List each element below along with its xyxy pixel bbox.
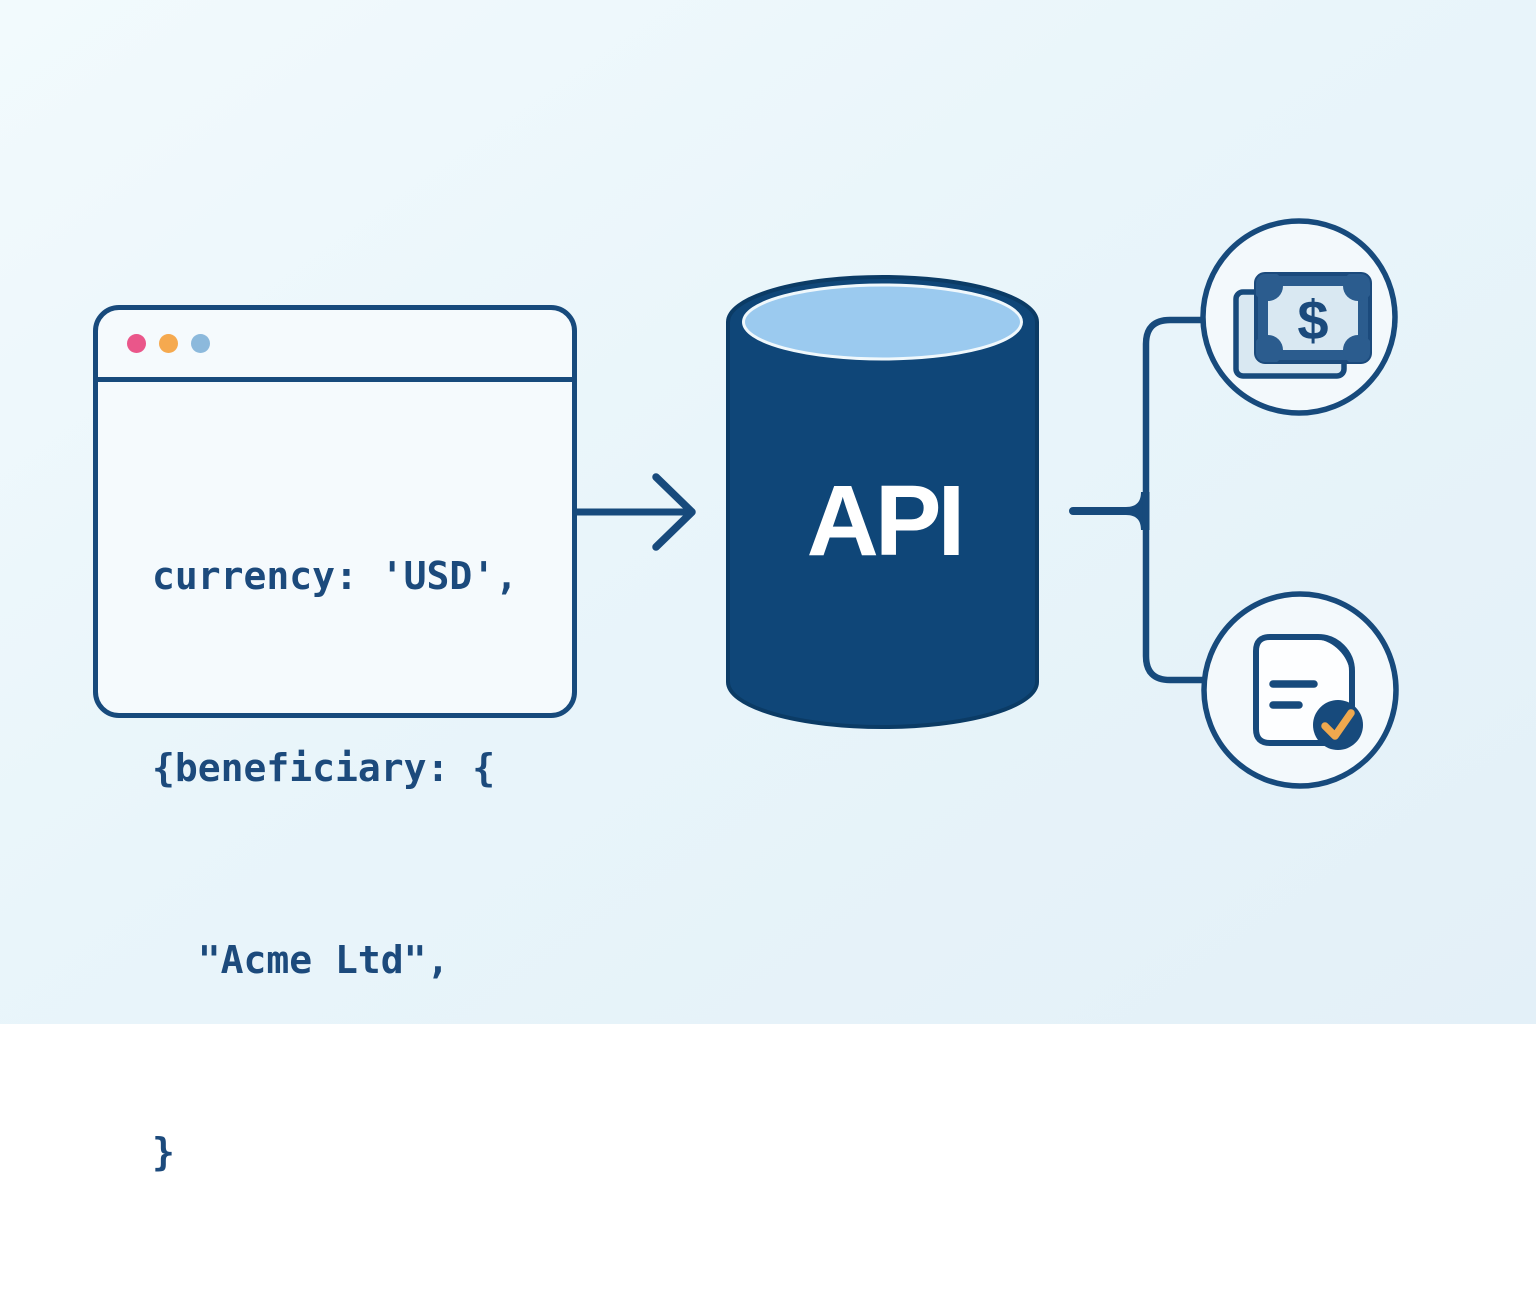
cylinder-body <box>726 275 1039 729</box>
branch-connector <box>1069 316 1210 684</box>
traffic-light-blue-icon <box>191 334 210 353</box>
code-line: } <box>152 1130 175 1174</box>
diagram-graphics: API $ <box>573 218 1399 789</box>
code-line: "Acme Ltd", <box>152 938 450 982</box>
arrow-head <box>652 473 696 551</box>
arrow-right-icon <box>573 473 696 551</box>
code-line: currency: 'USD', <box>152 554 519 598</box>
code-line: {beneficiary: { <box>152 746 496 790</box>
browser-titlebar <box>98 310 572 382</box>
code-block: currency: 'USD', {beneficiary: { "Acme L… <box>152 416 518 1312</box>
traffic-light-pink-icon <box>127 334 146 353</box>
traffic-light-orange-icon <box>159 334 178 353</box>
banknote-face <box>1256 274 1370 362</box>
money-icon: $ <box>1233 272 1372 379</box>
connector-bracket <box>1142 316 1210 684</box>
cylinder-top <box>742 283 1023 361</box>
browser-window: currency: 'USD', {beneficiary: { "Acme L… <box>93 305 577 1174</box>
api-label: API <box>807 465 962 577</box>
check-badge <box>1313 700 1363 750</box>
output-money: $ <box>1200 218 1398 416</box>
document-check-icon <box>1253 634 1363 750</box>
output-document <box>1201 591 1399 789</box>
diagram-scene: API $ <box>0 0 1536 1174</box>
dollar-symbol: $ <box>1297 289 1328 352</box>
api-cylinder: API <box>726 275 1039 729</box>
document-fold <box>1316 635 1354 673</box>
checkmark-icon <box>1321 709 1355 740</box>
